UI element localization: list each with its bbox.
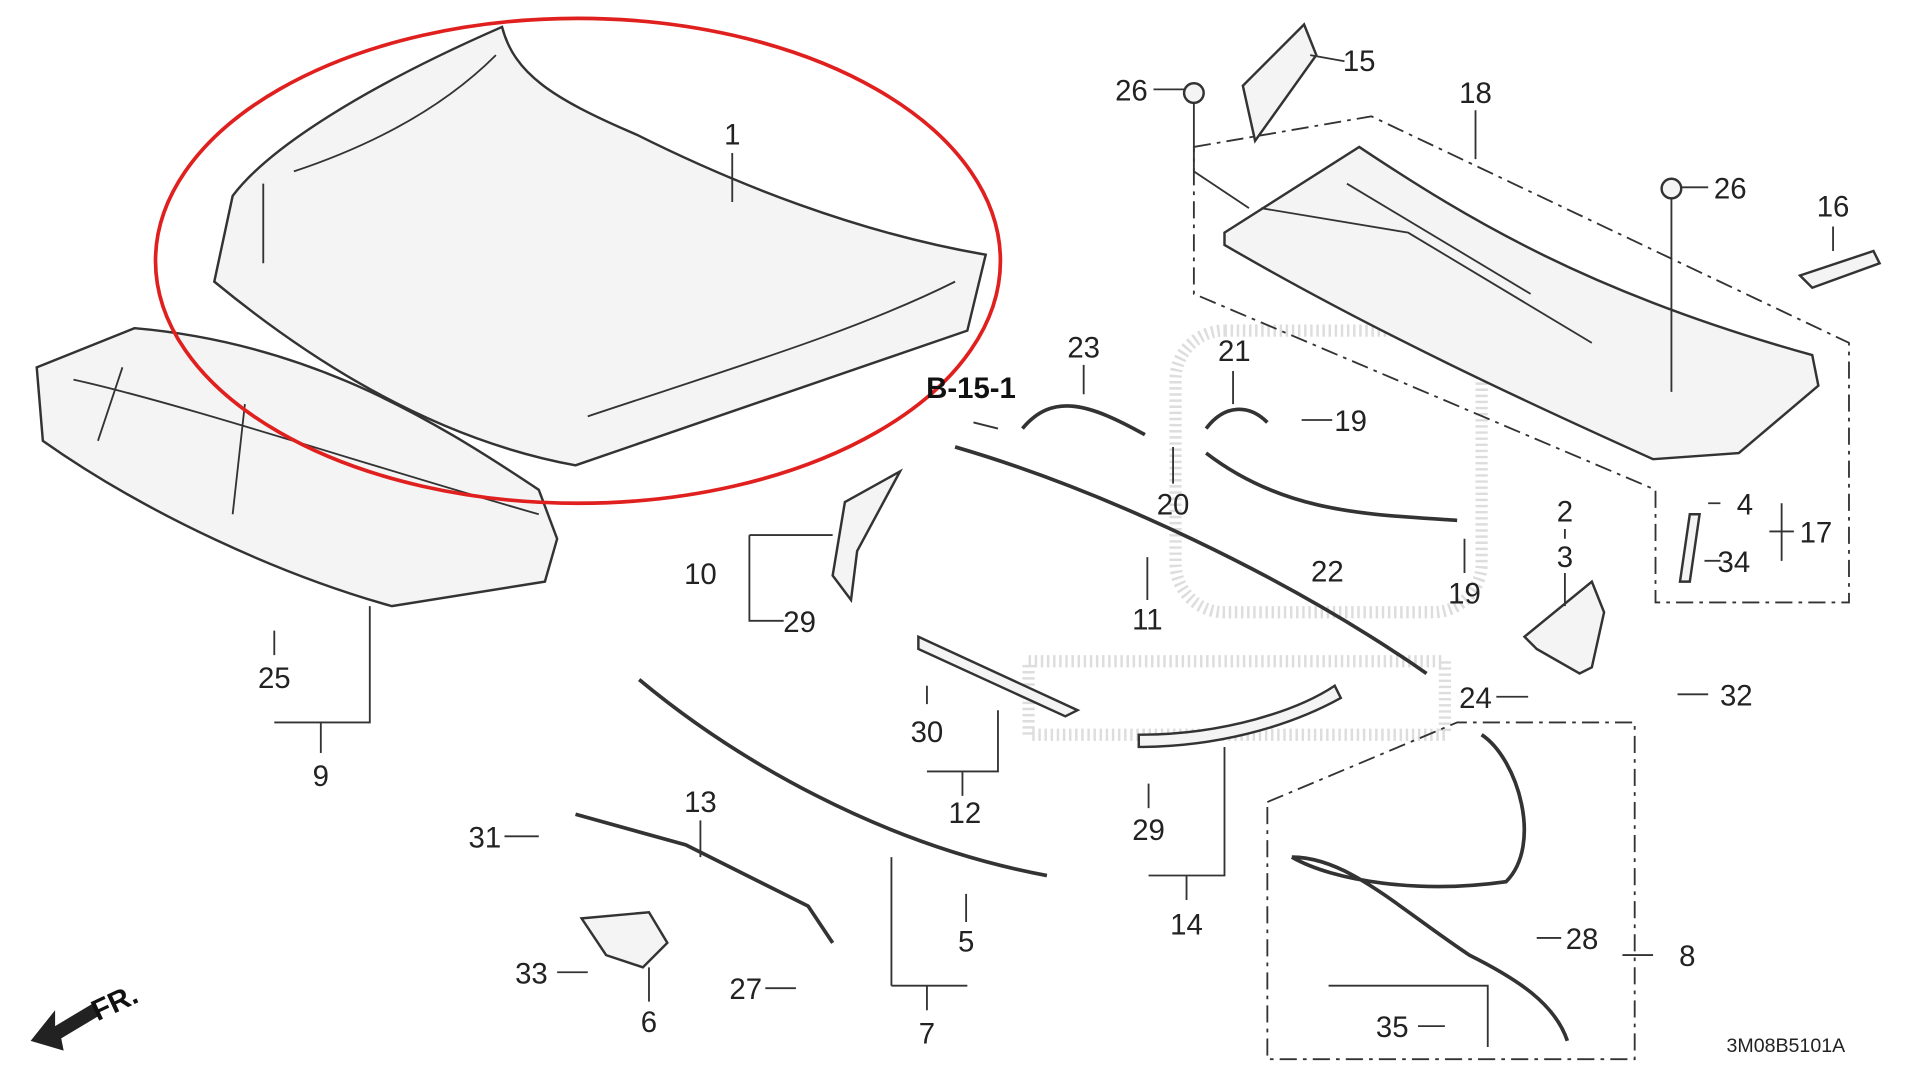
callout-14[interactable]: 14 — [1170, 908, 1203, 941]
callout-11[interactable]: 11 — [1132, 603, 1163, 636]
callout-20[interactable]: 20 — [1157, 488, 1190, 521]
callout-16[interactable]: 16 — [1817, 191, 1850, 224]
callout-34[interactable]: 34 — [1718, 546, 1751, 579]
callout-12[interactable]: 12 — [949, 797, 982, 830]
callout-18[interactable]: 18 — [1459, 77, 1492, 110]
callout-19[interactable]: 19 — [1334, 405, 1367, 438]
callout-8[interactable]: 8 — [1679, 940, 1695, 973]
callout-17[interactable]: 17 — [1800, 516, 1833, 549]
watermark-logo — [1022, 324, 1488, 741]
callout-32[interactable]: 32 — [1720, 679, 1753, 712]
callout-7[interactable]: 7 — [919, 1017, 935, 1050]
hood-latch-6[interactable] — [579, 910, 669, 969]
hood-panel[interactable] — [212, 25, 988, 467]
washer-tube-22 — [1205, 451, 1458, 523]
cowl-top[interactable] — [1223, 145, 1820, 461]
callout-26[interactable]: 26 — [1115, 74, 1148, 107]
callout-3[interactable]: 3 — [1557, 541, 1573, 574]
callout-19[interactable]: 19 — [1448, 578, 1481, 611]
callout-1[interactable]: 1 — [724, 118, 740, 151]
callout-26[interactable]: 26 — [1714, 172, 1747, 205]
hood-insulator[interactable] — [35, 326, 559, 608]
clip-26a[interactable] — [1182, 82, 1205, 105]
hood-hinge[interactable] — [1522, 579, 1606, 675]
reference-b-15-1[interactable]: B-15-1 — [926, 372, 1016, 405]
callout-4[interactable]: 4 — [1737, 488, 1753, 521]
callout-30[interactable]: 30 — [911, 716, 944, 749]
callout-6[interactable]: 6 — [641, 1006, 657, 1039]
front-arrow-icon: FR. — [30, 978, 143, 1051]
callout-29[interactable]: 29 — [783, 606, 816, 639]
tube-34[interactable] — [1678, 513, 1702, 583]
cowl-side-cover-15[interactable] — [1241, 22, 1318, 144]
callout-25[interactable]: 25 — [258, 662, 291, 695]
callout-23[interactable]: 23 — [1067, 332, 1100, 365]
cowl-side-piece-16[interactable] — [1797, 249, 1882, 290]
seal-10[interactable] — [831, 468, 904, 604]
callout-31[interactable]: 31 — [469, 821, 502, 854]
callout-29[interactable]: 29 — [1132, 814, 1165, 847]
callout-35[interactable]: 35 — [1376, 1011, 1409, 1044]
clip-26b[interactable] — [1660, 177, 1683, 200]
hood-rod-13 — [575, 812, 835, 944]
washer-tube-23 — [1021, 404, 1146, 437]
callout-15[interactable]: 15 — [1343, 45, 1376, 78]
callout-21[interactable]: 21 — [1218, 335, 1251, 368]
diagram-code: 3M08B5101A — [1727, 1035, 1847, 1057]
callout-5[interactable]: 5 — [958, 925, 974, 958]
hood-seal-7 — [638, 678, 1048, 878]
svg-text:FR.: FR. — [86, 978, 143, 1028]
hood-seal-11 — [954, 445, 1428, 675]
callout-22[interactable]: 22 — [1311, 556, 1344, 589]
callout-13[interactable]: 13 — [684, 786, 717, 819]
bracket-12[interactable] — [917, 634, 1081, 718]
highlight-ellipse — [153, 16, 1003, 506]
callout-24[interactable]: 24 — [1459, 682, 1492, 715]
callout-27[interactable]: 27 — [729, 973, 762, 1006]
seal-14[interactable] — [1137, 683, 1343, 749]
callout-9[interactable]: 9 — [313, 760, 329, 793]
hood-latch-cable-8 — [1290, 733, 1570, 1042]
washer-tube-21 — [1204, 407, 1269, 430]
callout-2[interactable]: 2 — [1557, 496, 1573, 529]
callout-28[interactable]: 28 — [1566, 923, 1599, 956]
callout-10[interactable]: 10 — [684, 558, 717, 591]
callout-labels: 1 15 26 18 26 16 23 21 B-15-1 19 20 22 1… — [258, 45, 1849, 1050]
callout-33[interactable]: 33 — [515, 957, 548, 990]
reference-arrow — [973, 421, 999, 430]
